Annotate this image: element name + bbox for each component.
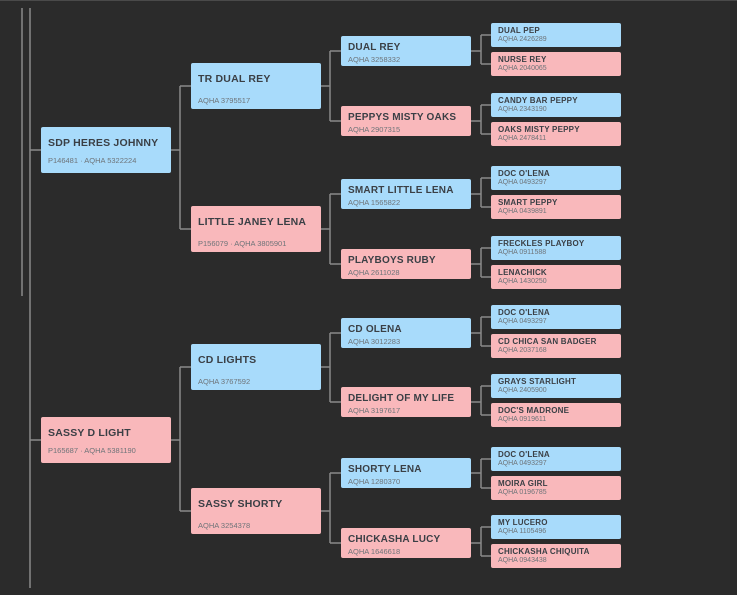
horse-registration: AQHA 2426289: [498, 36, 547, 43]
great-grandparent-box[interactable]: PEPPYS MISTY OAKS AQHA 2907315: [341, 106, 471, 136]
great-great-grandparent-box[interactable]: DOC O'LENA AQHA 0493297: [491, 305, 621, 329]
horse-registration: AQHA 3795517: [198, 96, 251, 105]
horse-registration: AQHA 0911588: [498, 249, 547, 256]
horse-name: MY LUCERO: [498, 518, 548, 527]
grandparent-box[interactable]: CD LIGHTS AQHA 3767592: [191, 344, 321, 390]
dam-box[interactable]: SASSY D LIGHT P165687 · AQHA 5381190: [41, 417, 171, 463]
horse-registration: AQHA 1105496: [498, 528, 547, 535]
horse-registration: AQHA 1430250: [498, 278, 547, 285]
horse-name: LENACHICK: [498, 268, 547, 277]
great-grandparent-box[interactable]: SHORTY LENA AQHA 1280370: [341, 458, 471, 488]
great-great-grandparent-box[interactable]: DUAL PEP AQHA 2426289: [491, 23, 621, 47]
horse-name: TR DUAL REY: [198, 73, 271, 85]
horse-name: MOIRA GIRL: [498, 479, 548, 488]
horse-name: CD LIGHTS: [198, 354, 257, 366]
horse-name: SASSY D LIGHT: [48, 427, 131, 439]
great-great-grandparent-box[interactable]: FRECKLES PLAYBOY AQHA 0911588: [491, 236, 621, 260]
great-great-grandparent-box[interactable]: MY LUCERO AQHA 1105496: [491, 515, 621, 539]
horse-registration: AQHA 0439891: [498, 208, 547, 215]
great-great-grandparent-box[interactable]: DOC O'LENA AQHA 0493297: [491, 447, 621, 471]
horse-registration: P156079 · AQHA 3805901: [198, 239, 287, 248]
horse-name: SASSY SHORTY: [198, 498, 283, 510]
horse-name: FRECKLES PLAYBOY: [498, 239, 585, 248]
horse-registration: AQHA 2405900: [498, 387, 547, 394]
great-great-grandparent-box[interactable]: MOIRA GIRL AQHA 0196785: [491, 476, 621, 500]
horse-registration: AQHA 3197617: [348, 406, 401, 415]
horse-name: DOC O'LENA: [498, 308, 550, 317]
horse-name: DOC O'LENA: [498, 450, 550, 459]
great-grandparent-box[interactable]: CHICKASHA LUCY AQHA 1646618: [341, 528, 471, 558]
horse-name: CD CHICA SAN BADGER: [498, 337, 597, 346]
horse-registration: P146481 · AQHA 5322224: [48, 156, 137, 165]
horse-name: DELIGHT OF MY LIFE: [348, 393, 455, 404]
horse-name: SMART PEPPY: [498, 198, 558, 207]
great-great-grandparent-box[interactable]: OAKS MISTY PEPPY AQHA 2478411: [491, 122, 621, 146]
horse-name: SHORTY LENA: [348, 464, 422, 475]
horse-registration: AQHA 0919611: [498, 416, 547, 423]
horse-registration: AQHA 2343190: [498, 106, 547, 113]
great-great-grandparent-box[interactable]: LENACHICK AQHA 1430250: [491, 265, 621, 289]
horse-name: DUAL PEP: [498, 26, 540, 35]
horse-registration: AQHA 2611028: [348, 268, 400, 277]
grandparent-box[interactable]: TR DUAL REY AQHA 3795517: [191, 63, 321, 109]
great-great-grandparent-box[interactable]: NURSE REY AQHA 2040065: [491, 52, 621, 76]
horse-registration: AQHA 0493297: [498, 179, 547, 186]
great-great-grandparent-box[interactable]: CD CHICA SAN BADGER AQHA 2037168: [491, 334, 621, 358]
sire-box[interactable]: SDP HERES JOHNNY P146481 · AQHA 5322224: [41, 127, 171, 173]
top-border: [0, 0, 737, 1]
horse-registration: AQHA 2478411: [498, 135, 547, 142]
horse-name: PEPPYS MISTY OAKS: [348, 112, 457, 123]
great-grandparent-box[interactable]: PLAYBOYS RUBY AQHA 2611028: [341, 249, 471, 279]
horse-registration: AQHA 0493297: [498, 318, 547, 325]
great-great-grandparent-box[interactable]: CANDY BAR PEPPY AQHA 2343190: [491, 93, 621, 117]
horse-registration: AQHA 2907315: [348, 125, 401, 134]
horse-name: CD OLENA: [348, 324, 402, 335]
horse-name: DOC'S MADRONE: [498, 406, 570, 415]
horse-name: DUAL REY: [348, 42, 401, 53]
great-grandparent-box[interactable]: SMART LITTLE LENA AQHA 1565822: [341, 179, 471, 209]
horse-name: CHICKASHA CHIQUITA: [498, 547, 590, 556]
great-grandparent-box[interactable]: CD OLENA AQHA 3012283: [341, 318, 471, 348]
horse-registration: AQHA 3258332: [348, 55, 401, 64]
horse-name: CHICKASHA LUCY: [348, 534, 441, 545]
great-great-grandparent-box[interactable]: DOC'S MADRONE AQHA 0919611: [491, 403, 621, 427]
horse-registration: AQHA 2037168: [498, 347, 547, 354]
horse-registration: AQHA 3254378: [198, 521, 251, 530]
horse-name: GRAYS STARLIGHT: [498, 377, 577, 386]
horse-registration: AQHA 2040065: [498, 65, 547, 72]
horse-registration: AQHA 1280370: [348, 477, 401, 486]
horse-registration: AQHA 0493297: [498, 460, 547, 467]
horse-name: SDP HERES JOHNNY: [48, 137, 159, 149]
horse-registration: AQHA 3012283: [348, 337, 401, 346]
great-great-grandparent-box[interactable]: GRAYS STARLIGHT AQHA 2405900: [491, 374, 621, 398]
great-great-grandparent-box[interactable]: CHICKASHA CHIQUITA AQHA 0943438: [491, 544, 621, 568]
grandparent-box[interactable]: SASSY SHORTY AQHA 3254378: [191, 488, 321, 534]
great-grandparent-box[interactable]: DUAL REY AQHA 3258332: [341, 36, 471, 66]
horse-name: CANDY BAR PEPPY: [498, 96, 578, 105]
horse-registration: AQHA 3767592: [198, 377, 251, 386]
great-grandparent-box[interactable]: DELIGHT OF MY LIFE AQHA 3197617: [341, 387, 471, 417]
great-great-grandparent-box[interactable]: SMART PEPPY AQHA 0439891: [491, 195, 621, 219]
horse-registration: AQHA 1646618: [348, 547, 401, 556]
horse-registration: AQHA 0943438: [498, 557, 547, 564]
grandparent-box[interactable]: LITTLE JANEY LENA P156079 · AQHA 3805901: [191, 206, 321, 252]
horse-name: PLAYBOYS RUBY: [348, 255, 436, 266]
horse-name: OAKS MISTY PEPPY: [498, 125, 580, 134]
horse-name: LITTLE JANEY LENA: [198, 216, 307, 228]
great-great-grandparent-box[interactable]: DOC O'LENA AQHA 0493297: [491, 166, 621, 190]
horse-registration: P165687 · AQHA 5381190: [48, 446, 136, 455]
horse-registration: AQHA 0196785: [498, 489, 547, 496]
horse-name: NURSE REY: [498, 55, 547, 64]
horse-registration: AQHA 1565822: [348, 198, 401, 207]
horse-name: SMART LITTLE LENA: [348, 185, 454, 196]
horse-name: DOC O'LENA: [498, 169, 550, 178]
